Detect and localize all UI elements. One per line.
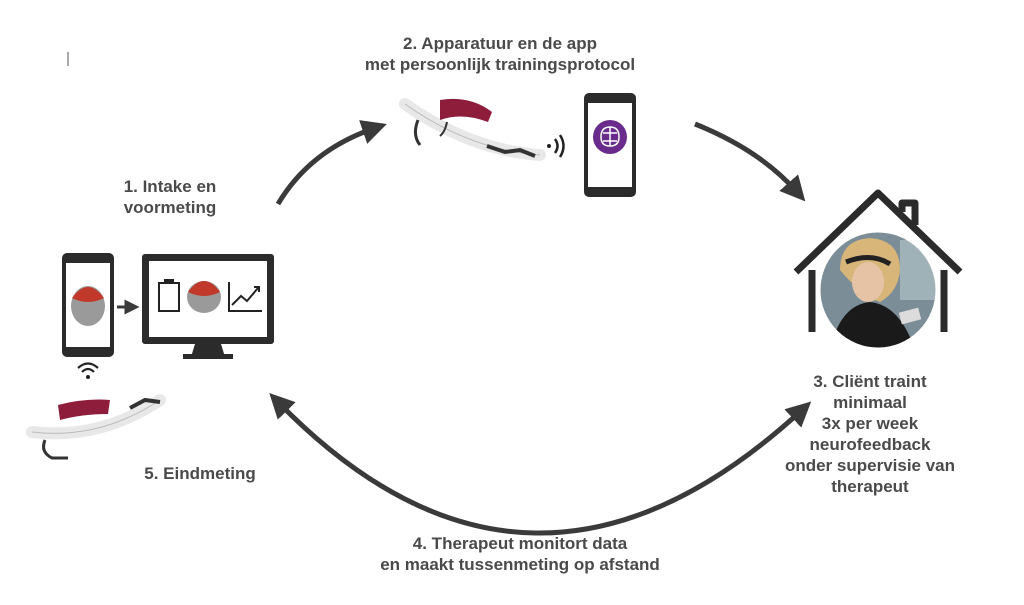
step-1-line-1: 1. Intake en [123,177,217,196]
step-3-line-4: neurofeedback [809,435,931,454]
headset-icon [26,394,166,460]
step-1-line-2: voormeting [123,198,217,217]
step-3-line-1: 3. Cliënt traint [813,372,927,391]
step-5-line-1: 5. Eindmeting [144,464,256,483]
step-3-line-6: therapeut [831,477,909,496]
step-4-label: 4. Therapeut monitort data en maakt tuss… [360,533,680,575]
monitor-icon [142,254,274,359]
step-2-label: 2. Apparatuur en de app met persoonlijk … [330,33,670,75]
step-3-line-3: 3x per week [821,414,919,433]
arrow-1-to-2 [275,120,387,206]
phone-icon [584,93,636,197]
step-1-label: 1. Intake en voormeting [95,176,245,218]
step-3-line-2: minimaal [833,393,907,412]
step-5-label: 5. Eindmeting [120,463,280,484]
step-2-line-2: met persoonlijk trainingsprotocol [364,55,636,74]
arrow-3-to-5 [269,393,812,536]
trend-chart-icon [228,282,262,312]
clipboard-icon [158,279,180,312]
step-3-label: 3. Cliënt traint minimaal 3x per week ne… [770,371,970,497]
step-4-line-1: 4. Therapeut monitort data [412,534,628,553]
intake-phone-icon [62,253,114,357]
step-2-line-1: 2. Apparatuur en de app [403,34,597,53]
headset-icon [399,98,546,161]
brain-icon [187,281,221,313]
arrow-2-to-3 [694,121,806,202]
client-photo [819,231,937,349]
wireless-signal-icon [77,362,99,379]
house-icon [793,189,963,332]
step-3-line-5: onder supervisie van [784,456,956,475]
step-4-line-2: en maakt tussenmeting op afstand [380,555,660,574]
wireless-signal-icon [547,134,565,158]
